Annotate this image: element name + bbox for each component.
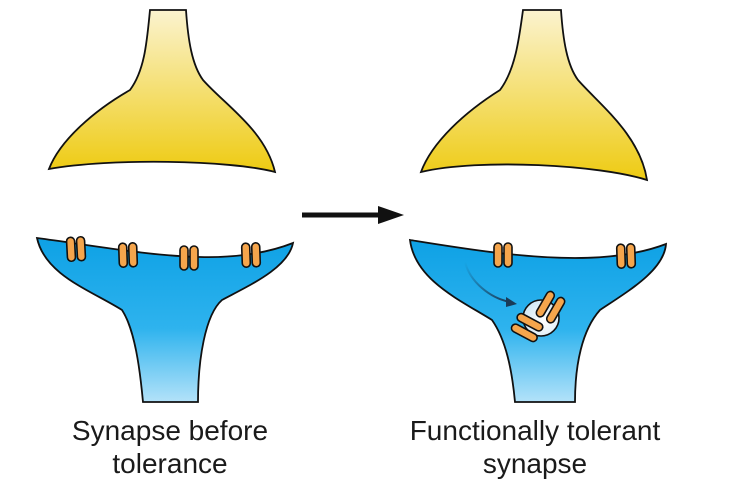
caption-after: Functionally tolerant synapse	[380, 414, 690, 480]
internalized-receptor	[535, 290, 566, 324]
receptor	[615, 243, 637, 269]
presynaptic-terminal	[47, 9, 277, 174]
receptor	[493, 242, 513, 268]
caption-before: Synapse before tolerance	[20, 414, 320, 480]
panel-after	[408, 9, 668, 403]
presynaptic-terminal	[419, 9, 649, 182]
receptor	[117, 242, 139, 268]
internalization-arrow-icon	[464, 261, 517, 307]
caption-after-line1: Functionally tolerant	[409, 415, 661, 446]
caption-before-line1: Synapse before	[71, 415, 269, 446]
caption-after-line2: synapse	[482, 448, 588, 479]
receptor	[65, 235, 87, 263]
receptor	[240, 242, 262, 268]
internalized-receptor	[510, 312, 544, 343]
caption-before-line2: tolerance	[112, 448, 228, 479]
receptor	[179, 245, 199, 271]
panel-before	[35, 9, 295, 403]
arrow-right-icon	[302, 206, 404, 224]
